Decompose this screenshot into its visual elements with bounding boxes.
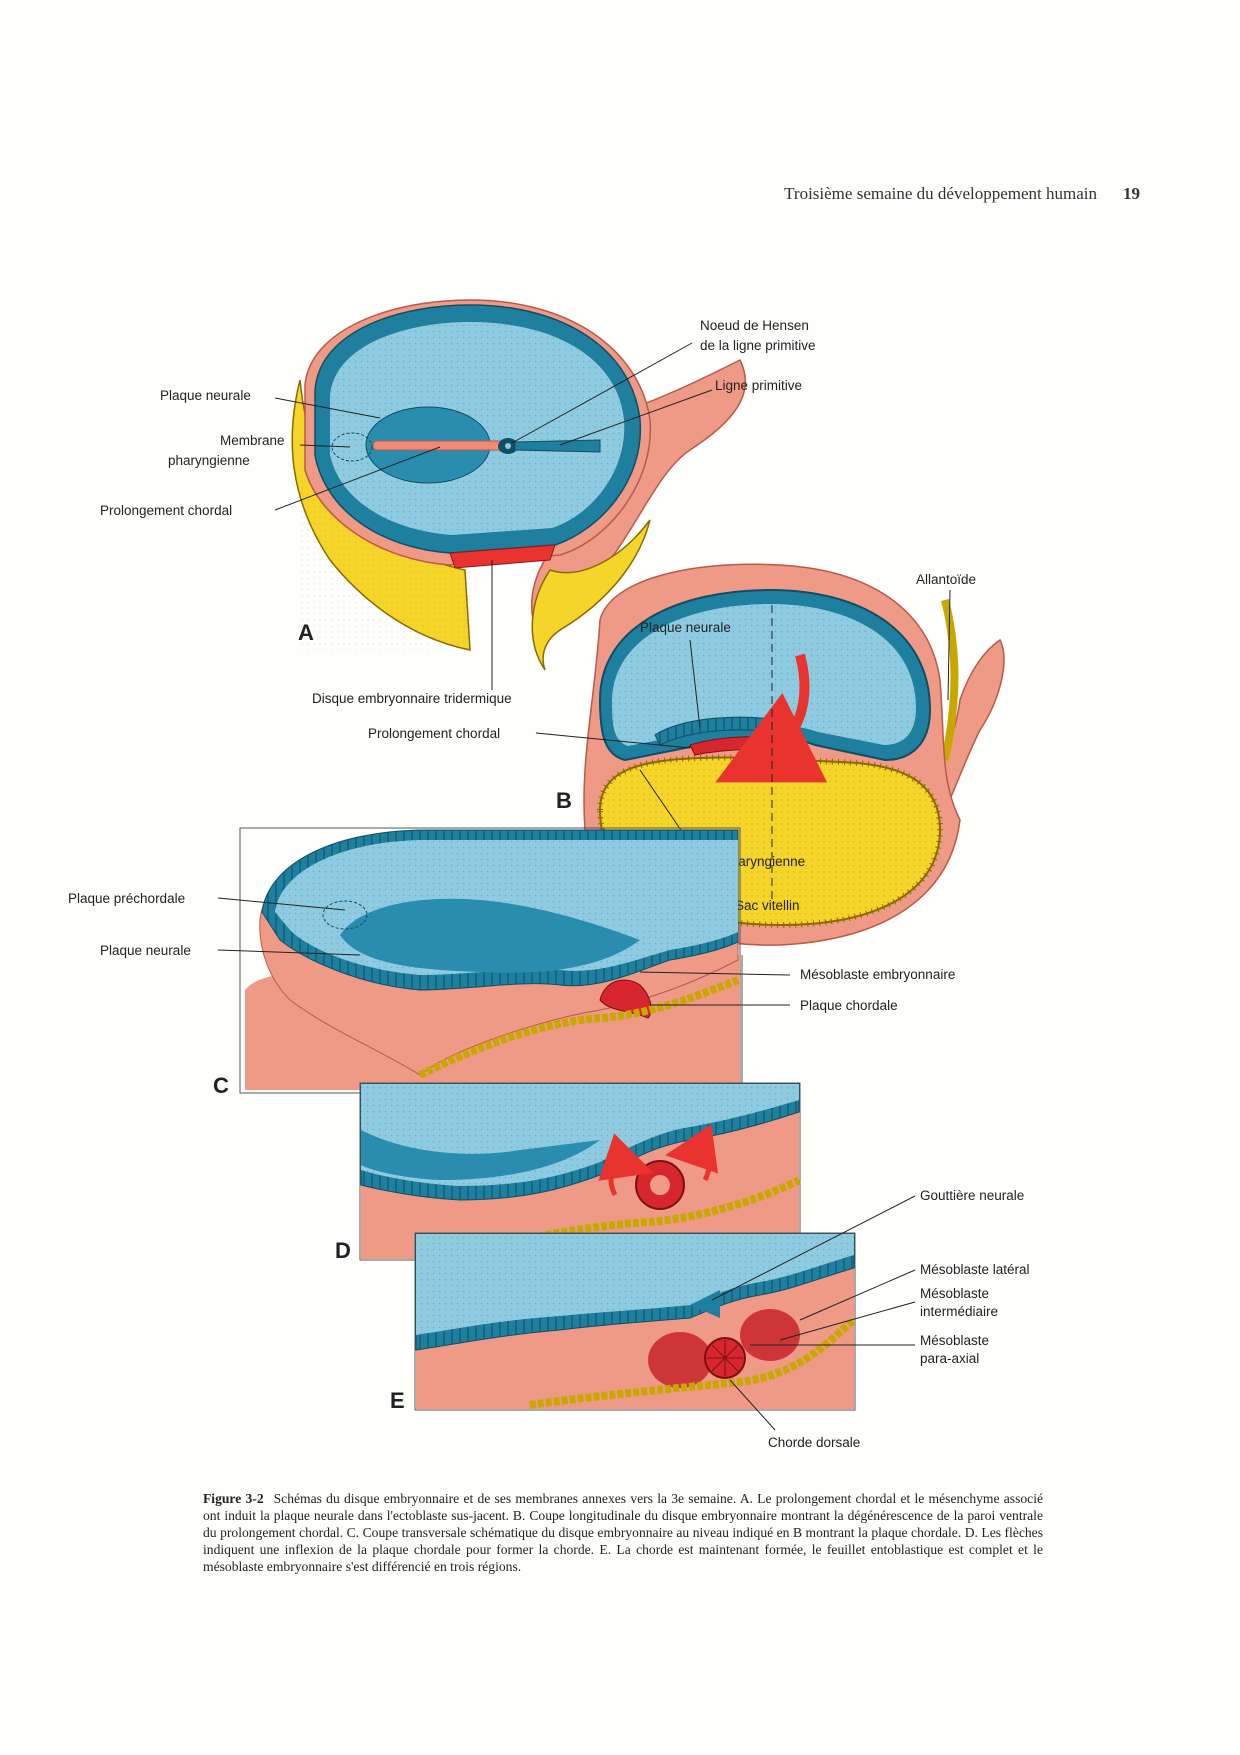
label-sac-vitellin: Sac vitellin <box>735 898 800 913</box>
chordal-plate-c <box>599 979 652 1019</box>
panel-letter-c: C <box>213 1073 229 1098</box>
panel-letter-d: D <box>335 1238 351 1263</box>
panel-letter-b: B <box>556 788 572 813</box>
neural-groove-e <box>690 1290 720 1318</box>
neural-plate-d <box>361 1130 600 1180</box>
prechordal-plate-c <box>322 900 368 930</box>
label-noeud-hensen-2: de la ligne primitive <box>700 338 816 353</box>
label-mesoblaste-paraaxial-1: Mésoblaste <box>920 1333 989 1348</box>
endoderm-e <box>529 1316 857 1409</box>
paraxial-mesoderm-left-e <box>648 1332 712 1388</box>
page-number: 19 <box>1123 184 1140 203</box>
panel-a: A Plaque neurale Membrane pharyngienne P… <box>100 299 816 706</box>
running-head-title: Troisième semaine du développement humai… <box>784 184 1097 203</box>
fold-arrow-right-d <box>665 1123 719 1182</box>
label-mesoblaste-intermediaire-1: Mésoblaste <box>920 1286 989 1301</box>
prechordal-plate-a <box>331 432 373 462</box>
cut-section-a <box>449 544 556 569</box>
caption-text: Schémas du disque embryonnaire et de ses… <box>203 1491 1044 1574</box>
label-plaque-neurale-b: Plaque neurale <box>640 620 731 635</box>
yolk-wall-right <box>531 519 651 671</box>
label-prolongement-chordal-a: Prolongement chordal <box>100 503 232 518</box>
allantois-duct-b <box>941 599 959 761</box>
label-chorde-dorsale: Chorde dorsale <box>768 1435 860 1450</box>
panel-e: E Gouttière neurale Mésoblaste latéral M… <box>390 1188 1030 1450</box>
label-plaque-neurale-c: Plaque neurale <box>100 943 191 958</box>
panel-c: C Plaque préchordale Plaque neurale Méso… <box>68 827 955 1098</box>
paraxial-mesoderm-right-e <box>740 1309 800 1361</box>
endoderm-d <box>458 1176 801 1259</box>
label-membrane-1: Membrane <box>220 433 285 448</box>
panel-d: D <box>335 1082 801 1263</box>
panel-letter-e: E <box>390 1388 405 1413</box>
label-noeud-hensen-1: Noeud de Hensen <box>700 318 809 333</box>
panel-e-frame <box>414 1232 856 1411</box>
label-mesoblaste-intermediaire-2: intermédiaire <box>920 1304 998 1319</box>
label-plaque-chordale: Plaque chordale <box>800 998 898 1013</box>
label-ligne-primitive: Ligne primitive <box>715 378 802 393</box>
primitive-streak-a <box>514 439 601 453</box>
label-mesoblaste-lateral: Mésoblaste latéral <box>920 1262 1030 1277</box>
label-gouttiere-neurale: Gouttière neurale <box>920 1188 1024 1203</box>
label-disque-tridermique: Disque embryonnaire tridermique <box>312 691 512 706</box>
label-plaque-prechordale: Plaque préchordale <box>68 891 185 906</box>
fold-arrow-left-d <box>598 1133 654 1197</box>
label-membrane-2: pharyngienne <box>168 453 250 468</box>
label-mesoblaste-paraaxial-2: para-axial <box>920 1351 979 1366</box>
notochordal-process-a <box>372 440 504 451</box>
label-allantoide: Allantoïde <box>916 572 976 587</box>
label-prolongement-chordal-b: Prolongement chordal <box>368 726 500 741</box>
panel-letter-a: A <box>298 620 314 645</box>
figure-label: Figure 3-2 <box>203 1491 264 1506</box>
running-head: Troisième semaine du développement humai… <box>680 184 1140 204</box>
label-mesoblaste-embryonnaire: Mésoblaste embryonnaire <box>800 967 955 982</box>
endoderm-c <box>418 976 740 1079</box>
label-plaque-neurale-a: Plaque neurale <box>160 388 251 403</box>
neural-plate-c <box>340 898 640 973</box>
